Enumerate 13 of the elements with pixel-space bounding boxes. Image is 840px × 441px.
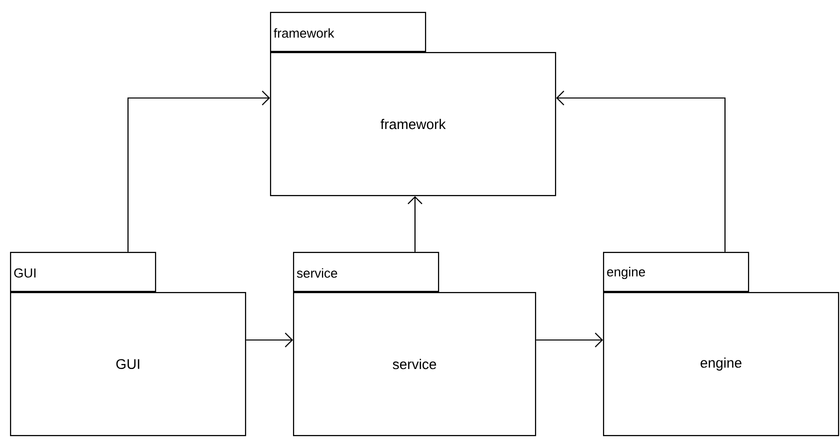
package-box: engine [603,292,840,436]
arrow [556,90,726,252]
package-box: framework [270,52,556,196]
package-box: service [293,292,536,436]
arrow [246,332,293,348]
arrow [127,90,270,252]
arrow [536,332,603,348]
package-tab: GUI [10,252,156,292]
package-tab: framework [270,12,426,52]
package-tab: service [293,252,440,292]
package-box: GUI [10,292,246,436]
package-tab: engine [603,252,750,292]
arrow [408,196,422,252]
